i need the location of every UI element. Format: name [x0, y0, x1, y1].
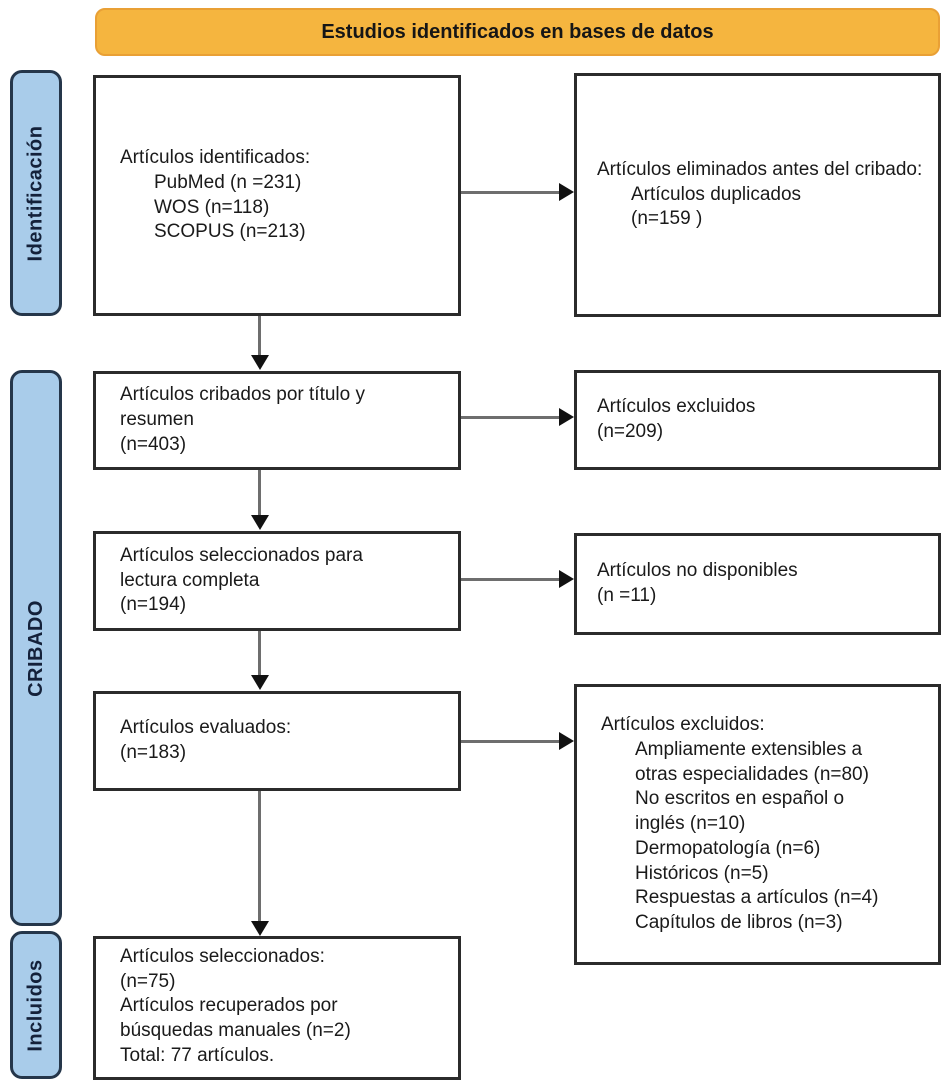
- box-identified-title: Artículos identificados:: [120, 147, 311, 169]
- box-included: Artículos seleccionados: (n=75) Artículo…: [93, 936, 461, 1080]
- box-not-available-count: (n =11): [597, 585, 657, 606]
- box-removed-item: (n=159 ): [631, 208, 703, 230]
- box-excluded-assessment-item: Capítulos de libros (n=3): [635, 911, 843, 933]
- box-assessed-count: (n=183): [120, 742, 187, 763]
- box-selected-full-text-title: Artículos seleccionados para lectura com…: [120, 544, 363, 591]
- box-excluded-screening-count: (n=209): [597, 421, 664, 442]
- box-included-line: Artículos seleccionados:: [120, 946, 325, 967]
- box-selected-full-text: Artículos seleccionados para lectura com…: [93, 531, 461, 631]
- box-excluded-assessment-item: Respuestas a artículos (n=4): [635, 887, 879, 909]
- stage-screening: CRIBADO: [10, 370, 62, 926]
- box-identified-item: SCOPUS (n=213): [154, 221, 306, 243]
- box-removed-title: Artículos eliminados antes del cribado:: [597, 158, 923, 180]
- box-identified-item: WOS (n=118): [154, 196, 270, 218]
- diagram-title-banner: Estudios identificados en bases de datos: [95, 8, 940, 56]
- stage-included-label: Incluidos: [24, 958, 47, 1052]
- box-identified: Artículos identificados: PubMed (n =231)…: [93, 75, 461, 316]
- box-screened-count: (n=403): [120, 433, 187, 455]
- stage-identification-label: Identificación: [24, 125, 47, 261]
- stage-identification: Identificación: [10, 70, 62, 316]
- box-excluded-assessment: Artículos excluidos: Ampliamente extensi…: [574, 684, 941, 965]
- box-identified-item: PubMed (n =231): [154, 171, 302, 193]
- stage-screening-label: CRIBADO: [24, 599, 47, 697]
- box-screened-title: Artículos cribados por título y resumen: [120, 384, 365, 431]
- box-excluded-assessment-title: Artículos excluidos:: [601, 714, 765, 736]
- box-included-line: (n=75): [120, 970, 176, 992]
- box-screened: Artículos cribados por título y resumen …: [93, 371, 461, 470]
- box-assessed: Artículos evaluados: (n=183): [93, 691, 461, 791]
- box-removed-before-screening: Artículos eliminados antes del cribado: …: [574, 73, 941, 317]
- box-removed-item: Artículos duplicados: [631, 183, 802, 205]
- box-not-available: Artículos no disponibles (n =11): [574, 533, 941, 635]
- box-included-line: Total: 77 artículos.: [120, 1044, 275, 1066]
- box-included-line: Artículos recuperados por búsquedas manu…: [120, 995, 351, 1042]
- box-selected-full-text-count: (n=194): [120, 594, 187, 616]
- box-excluded-assessment-item: Históricos (n=5): [635, 862, 769, 884]
- box-excluded-assessment-item: Dermopatología (n=6): [635, 837, 821, 859]
- box-assessed-title: Artículos evaluados:: [120, 717, 292, 739]
- stage-included: Incluidos: [10, 931, 62, 1079]
- box-excluded-screening: Artículos excluidos (n=209): [574, 370, 941, 470]
- box-excluded-screening-title: Artículos excluidos: [597, 396, 756, 418]
- box-not-available-title: Artículos no disponibles: [597, 560, 798, 582]
- box-excluded-assessment-item: Ampliamente extensibles a otras especial…: [635, 739, 869, 785]
- box-excluded-assessment-item: No escritos en español o inglés (n=10): [635, 788, 845, 835]
- diagram-title: Estudios identificados en bases de datos: [321, 20, 714, 43]
